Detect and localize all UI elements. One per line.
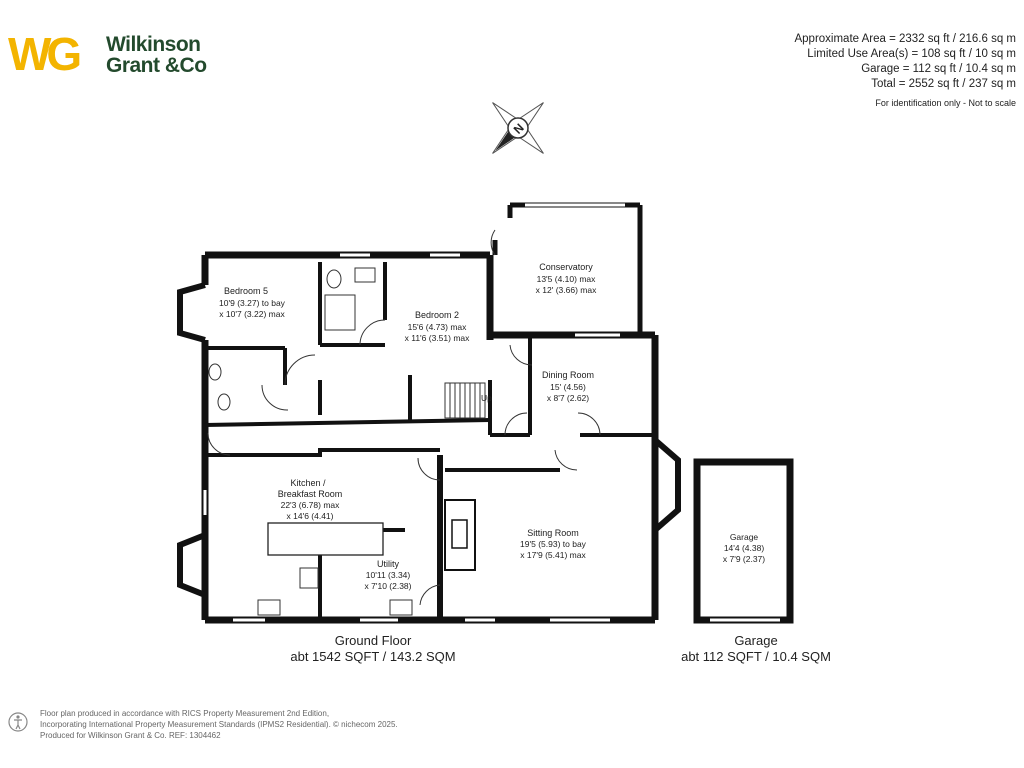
door-swings [207,229,601,606]
footer-line1: Floor plan produced in accordance with R… [40,709,330,718]
room-kitchen-name: Kitchen / [290,478,326,488]
bathroom-fixtures [208,267,413,616]
room-dining-name: Dining Room [542,370,594,380]
room-garage-dim2: x 7'9 (2.37) [723,554,765,564]
kitchen-island [267,522,384,556]
windows [203,203,780,622]
fireplace [444,499,476,571]
room-conservatory-dim2: x 12' (3.66) max [536,285,597,295]
room-kitchen-dim2: x 14'6 (4.41) [287,511,334,521]
room-sitting-dim1: 19'5 (5.93) to bay [520,539,587,549]
room-dining-dim2: x 8'7 (2.62) [547,393,589,403]
area-summary: Approximate Area = 2332 sq ft / 216.6 sq… [794,32,1016,111]
room-utility-dim1: 10'11 (3.34) [366,570,411,580]
room-bedroom2-dim2: x 11'6 (3.51) max [405,333,471,343]
area-limited: Limited Use Area(s) = 108 sq ft / 10 sq … [807,48,1016,60]
area-garage: Garage = 112 sq ft / 10.4 sq m [861,63,1016,75]
room-conservatory-dim1: 13'5 (4.10) max [537,274,597,284]
garage-area: abt 112 SQFT / 10.4 SQM [681,649,831,664]
ground-floor-area: abt 1542 SQFT / 143.2 SQM [290,649,455,664]
logo-monogram: WG [8,28,82,80]
stairs [444,382,486,419]
room-bedroom5-name: Bedroom 5 [224,286,268,296]
area-total: Total = 2552 sq ft / 237 sq m [871,78,1016,90]
room-utility-name: Utility [377,559,399,569]
room-garage-name: Garage [730,532,759,542]
area-approx: Approximate Area = 2332 sq ft / 216.6 sq… [794,33,1016,45]
accessibility-icon [8,712,28,732]
company-logo: WG Wilkinson Grant &Co [8,30,223,80]
garage-title: Garage [734,633,777,648]
room-bedroom2-dim1: 15'6 (4.73) max [408,322,468,332]
room-garage-dim1: 14'4 (4.38) [724,543,765,553]
room-kitchen-name2: Breakfast Room [278,489,343,499]
room-sitting-dim2: x 17'9 (5.41) max [520,550,586,560]
logo-name-line2: Grant [106,54,160,77]
footer-line3: Produced for Wilkinson Grant & Co. REF: … [40,731,221,740]
compass-icon [492,102,544,154]
logo-name-suffix: &Co [164,54,207,77]
footer-notes: Floor plan produced in accordance with R… [40,708,398,741]
footer-line2: Incorporating International Property Mea… [40,720,398,729]
logo-name-line1: Wilkinson [106,33,201,56]
room-dining-dim1: 15' (4.56) [550,382,586,392]
fireplace-hearth [451,519,468,549]
ground-floor-title: Ground Floor [335,633,412,648]
logo-wordmark: Wilkinson Grant &Co [106,34,207,76]
room-kitchen-dim1: 22'3 (6.78) max [281,500,341,510]
room-bedroom5-dim1: 10'9 (3.27) to bay [219,298,286,308]
room-conservatory-name: Conservatory [539,262,593,272]
room-bedroom5-dim2: x 10'7 (3.22) max [219,309,285,319]
room-utility-dim2: x 7'10 (2.38) [365,581,412,591]
room-bedroom2-name: Bedroom 2 [415,310,459,320]
stairs-label: Up [481,393,492,403]
area-disclaimer: For identification only - Not to scale [875,98,1016,108]
room-sitting-name: Sitting Room [527,528,579,538]
